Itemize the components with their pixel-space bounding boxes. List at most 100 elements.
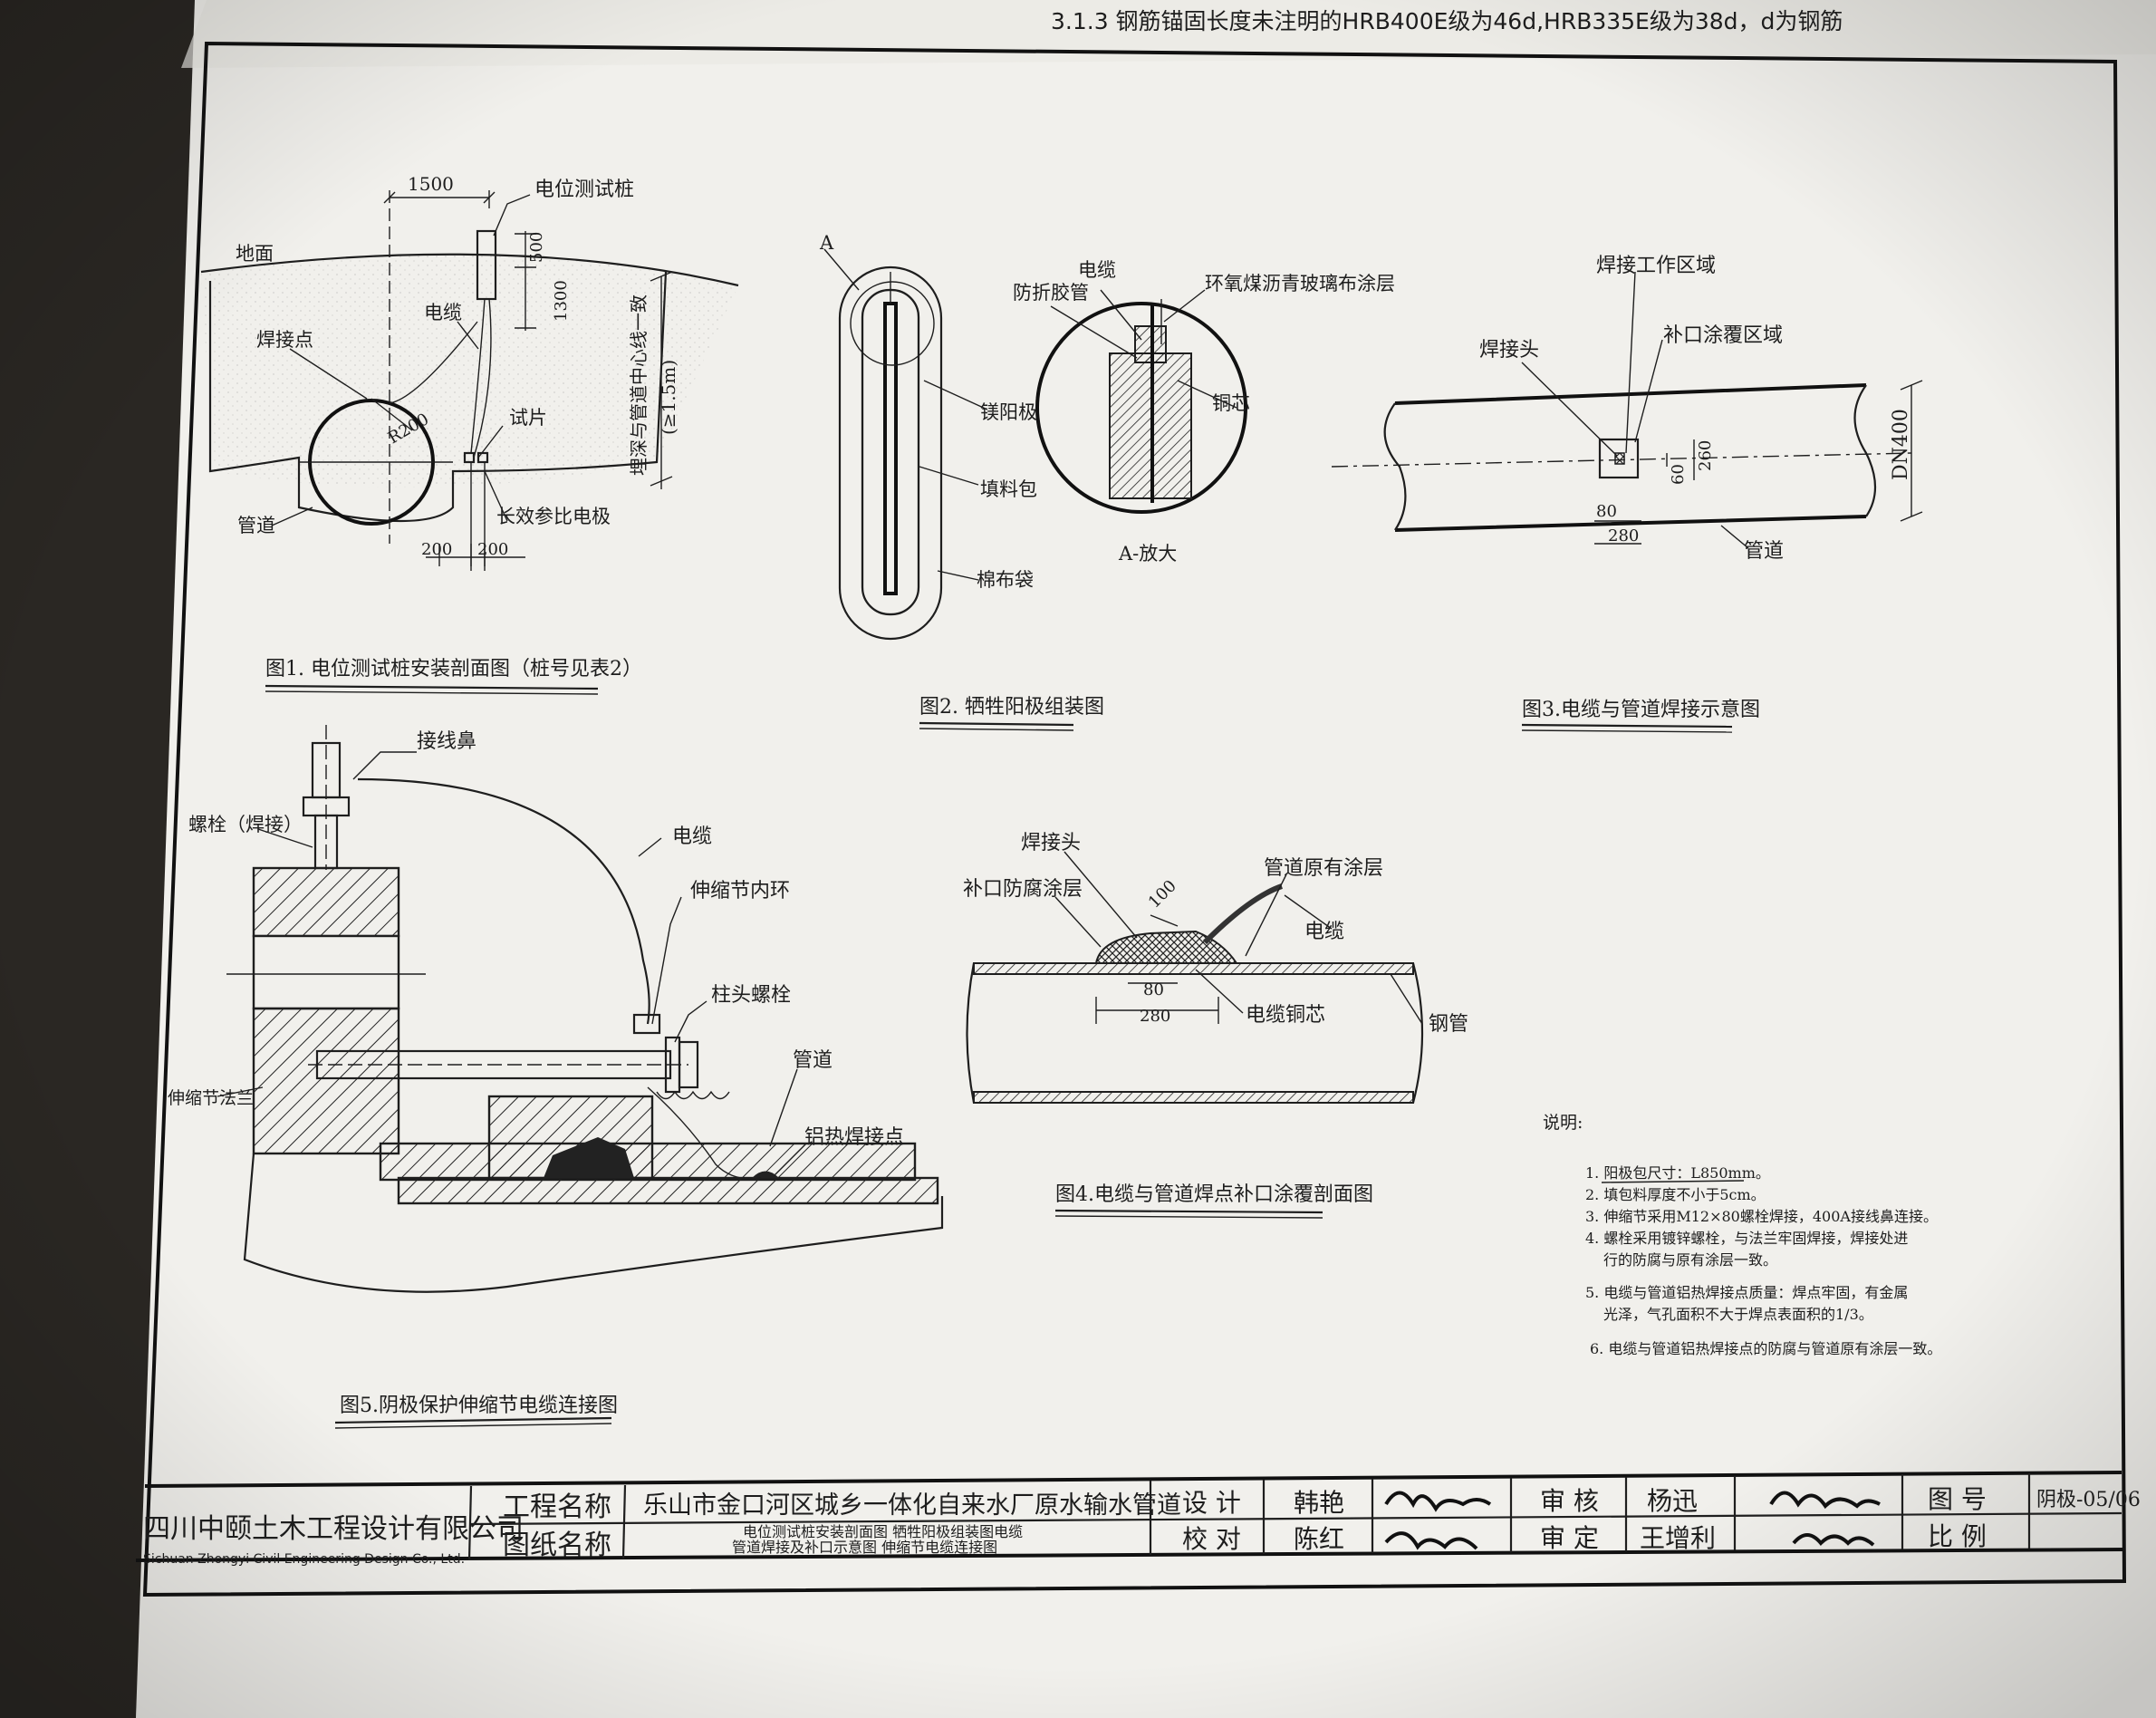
fig2-label-epoxy: 环氧煤沥青玻璃布涂层: [1205, 273, 1395, 294]
fig5-caption: 图5.阴极保护伸缩节电缆连接图: [340, 1395, 618, 1417]
approver-name: 王增利: [1640, 1523, 1716, 1553]
fig3-label-pipe: 管道: [1744, 540, 1784, 563]
top-note: 3.1.3 钢筋锚固长度未注明的HRB400E级为46d,HRB335E级为38…: [1051, 8, 1843, 34]
figure-5-expansion-joint: 接线鼻 螺栓（焊接） 电缆 伸缩节内环 柱头螺栓 伸缩节法兰 管道 铝热焊接点 …: [168, 725, 944, 1429]
note-item-2: 2. 填包料厚度不小于5cm。: [1585, 1186, 1766, 1203]
design-label: 设 计: [1182, 1488, 1241, 1518]
fig3-label-patch-zone: 补口涂覆区域: [1663, 324, 1783, 347]
drawing-no: 阴极-05/06: [2036, 1489, 2141, 1511]
fig5-label-flange: 伸缩节法兰: [168, 1088, 254, 1108]
review-label: 审 核: [1540, 1486, 1599, 1516]
fig1-label-weld-point: 焊接点: [256, 329, 313, 351]
fig4-label-cable-core: 电缆铜芯: [1246, 1004, 1325, 1027]
fig2-label-a: A: [819, 232, 834, 254]
fig1-label-test-post: 电位测试桩: [534, 179, 634, 201]
fig3-dim-260: 260: [1696, 440, 1715, 471]
fig2-caption: 图2. 牺牲阳极组装图: [919, 696, 1104, 719]
fig4-patch-coating: [1094, 930, 1238, 964]
note-item-4b: 行的防腐与原有涂层一致。: [1603, 1251, 1777, 1269]
scale-label: 比 例: [1928, 1521, 1987, 1551]
anode-cotton-bag: [838, 265, 943, 641]
note-item-6: 6. 电缆与管道铝热焊接点的防腐与管道原有涂层一致。: [1590, 1340, 1941, 1357]
fig5-flange-lower: [252, 1007, 400, 1155]
fig5-label-cable: 电缆: [672, 825, 712, 848]
fig5-label-stud-bolt: 柱头螺栓: [711, 984, 791, 1007]
project-label: 工程名称: [503, 1491, 611, 1523]
fig4-label-patch-coat: 补口防腐涂层: [963, 878, 1083, 901]
fig1-label-burial-note: 埋深与管道中心线一致: [628, 294, 650, 476]
title-block: 四川中颐土木工程设计有限公司 Sichuan Zhongyi Civil Eng…: [135, 1471, 2141, 1567]
fig3-patch-zone: [1598, 438, 1640, 479]
fig1-dim-200a: 200: [421, 540, 452, 559]
designer-signature: [1384, 1491, 1492, 1512]
fig2-label-mg-anode: 镁阳极: [980, 401, 1037, 423]
fig3-dim-280: 280: [1608, 526, 1639, 545]
fig1-label-burial-min: (≥1.5m): [658, 360, 679, 435]
checker-signature: [1384, 1531, 1478, 1550]
fig2-label-a-enlarged: A-放大: [1118, 543, 1177, 565]
reviewer-signature: [1769, 1491, 1881, 1510]
fig1-label-ground: 地面: [236, 243, 274, 265]
drawing-label: 图纸名称: [503, 1530, 611, 1561]
fig5-label-bolt-weld: 螺栓（焊接）: [188, 814, 303, 835]
notes-block: 说明: 1. 阳极包尺寸：L850mm。 2. 填包料厚度不小于5cm。 3. …: [1543, 1113, 1941, 1357]
fig4-label-weld-head: 焊接头: [1021, 832, 1081, 854]
note-item-3: 3. 伸缩节采用M12×80螺栓焊接，400A接线鼻连接。: [1585, 1208, 1938, 1225]
fig2-label-cotton-bag: 棉布袋: [977, 569, 1034, 591]
fig4-caption: 图4.电缆与管道焊点补口涂覆剖面图: [1055, 1183, 1373, 1206]
fig3-dim-60: 60: [1669, 464, 1688, 485]
fig1-dim-1500: 1500: [408, 173, 454, 195]
approve-label: 审 定: [1540, 1523, 1599, 1553]
fig3-label-dn: DN400: [1890, 409, 1912, 480]
reviewer-name: 杨迅: [1647, 1486, 1698, 1516]
fig5-label-pipe: 管道: [793, 1049, 833, 1072]
figure-3-weld-schematic: 焊接工作区域 焊接头 补口涂覆区域 DN400 260 60 80 280 管道…: [1331, 255, 1923, 733]
fig3-caption: 图3.电缆与管道焊接示意图: [1522, 699, 1760, 721]
fig1-dim-1300: 1300: [552, 280, 571, 322]
fig1-dim-200b: 200: [477, 540, 508, 559]
fig4-dim-80: 80: [1143, 980, 1164, 999]
check-label: 校 对: [1182, 1524, 1241, 1554]
note-item-5: 5. 电缆与管道铝热焊接点质量：焊点牢固，有金属: [1585, 1284, 1908, 1301]
fig5-label-thermite: 铝热焊接点: [804, 1126, 904, 1149]
note-item-5b: 光泽，气孔面积不大于焊点表面积的1/3。: [1603, 1306, 1873, 1323]
approver-signature: [1792, 1533, 1875, 1547]
drawing-name-line2: 管道焊接及补口示意图 伸缩节电缆连接图: [732, 1539, 997, 1556]
figure-2-anode: A 电缆 防折胶管 环氧煤沥青玻璃布涂层 镁阳极 铜芯 填料包 棉布袋 A-放大…: [819, 232, 1395, 731]
fig2-label-copper-core: 铜芯: [1212, 392, 1250, 414]
designer-name: 韩艳: [1294, 1488, 1344, 1518]
fig3-label-weld-zone: 焊接工作区域: [1596, 255, 1716, 277]
figure-1-test-post: 1500 电位测试桩 地面 500 1300 电缆 焊接点 埋深与管道中心线一致…: [200, 173, 739, 695]
fig5-flange-upper: [252, 866, 400, 938]
company-name-cn: 四川中颐土木工程设计有限公司: [143, 1513, 524, 1545]
note-item-4: 4. 螺栓采用镀锌螺栓，与法兰牢固焊接，焊接处进: [1585, 1230, 1908, 1247]
drawing-name-line1: 电位测试桩安装剖面图 牺牲阳极组装图电缆: [743, 1523, 1023, 1540]
fig1-label-pipe: 管道: [237, 515, 275, 536]
fig4-label-orig-coat: 管道原有涂层: [1264, 857, 1383, 880]
fig1-caption: 图1. 电位测试桩安装剖面图（桩号见表2）: [265, 658, 642, 680]
fig4-dim-280: 280: [1140, 1007, 1170, 1026]
fig4-label-steel-pipe: 钢管: [1429, 1013, 1468, 1036]
fig1-dim-500: 500: [527, 232, 546, 263]
detail-a-circle: [850, 281, 935, 366]
fig5-cable: [357, 777, 650, 1025]
fig2-label-anti-fold: 防折胶管: [1013, 282, 1089, 304]
figure-4-patch-section: 焊接头 补口防腐涂层 管道原有涂层 100 电缆 80 280 电缆铜芯 钢管 …: [963, 832, 1468, 1219]
fig2-label-cable: 电缆: [1078, 259, 1116, 281]
fig3-dim-80: 80: [1596, 502, 1617, 521]
fig3-label-weld-head: 焊接头: [1479, 339, 1539, 362]
fig1-label-ref-electrode: 长效参比电极: [496, 506, 611, 527]
fig5-label-inner-ring: 伸缩节内环: [690, 880, 790, 902]
drawing-no-label: 图 号: [1928, 1484, 1987, 1514]
checker-name: 陈红: [1294, 1524, 1344, 1554]
project-name: 乐山市金口河区城乡一体化自来水厂原水输水管道: [643, 1491, 1181, 1520]
fig5-label-lug: 接线鼻: [417, 730, 476, 753]
fig1-label-cable: 电缆: [424, 302, 462, 323]
drawing-frame: [142, 41, 2127, 1597]
test-post-body: [476, 229, 497, 301]
company-name-en: Sichuan Zhongyi Civil Engineering Design…: [143, 1552, 465, 1567]
fig4-label-cable: 电缆: [1304, 921, 1344, 943]
fig2-label-filler: 填料包: [980, 478, 1037, 500]
detail-a-enlarged: [1035, 302, 1247, 514]
